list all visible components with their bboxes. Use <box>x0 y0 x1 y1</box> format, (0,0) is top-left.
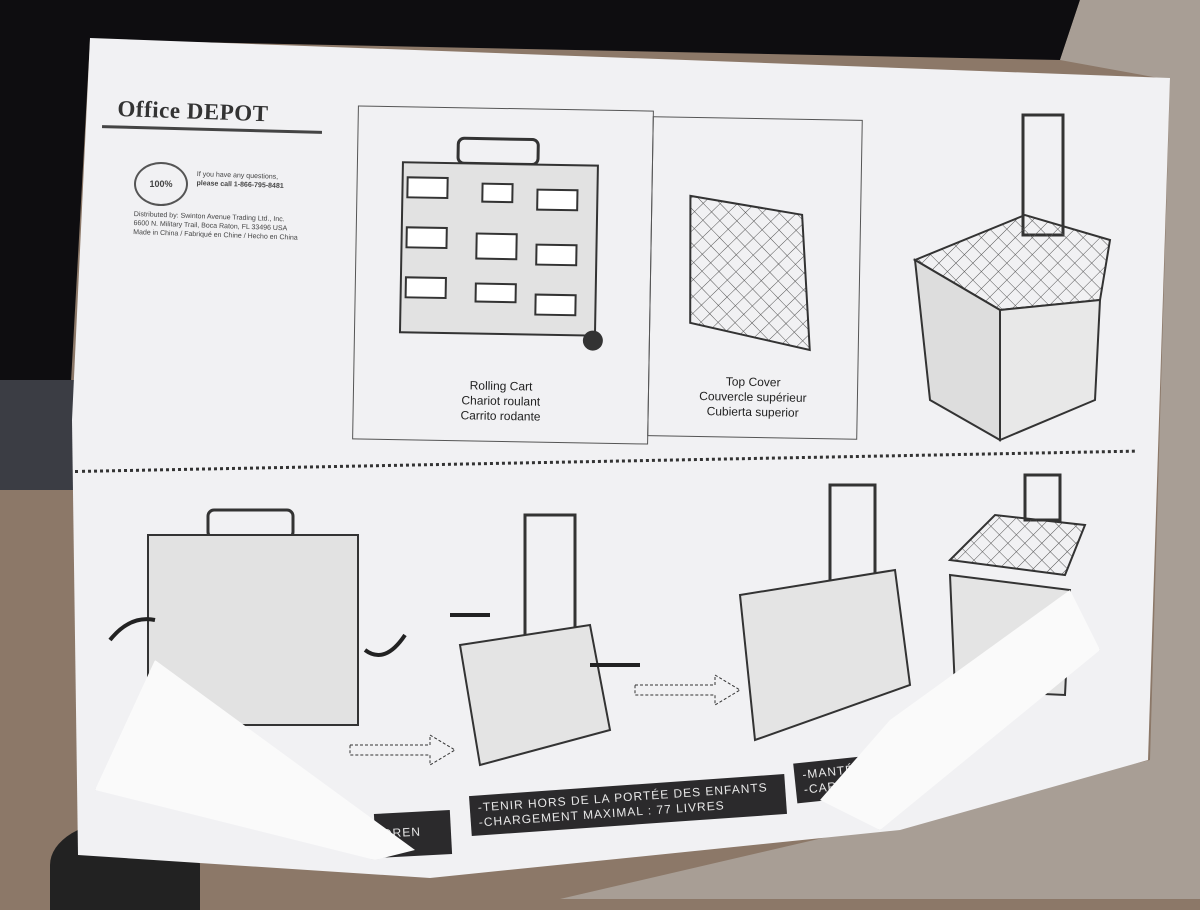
quality-seal: 100% <box>134 162 188 206</box>
rolling-cart-caption: Rolling Cart Chariot roulant Carrito rod… <box>353 376 648 426</box>
contact-info: If you have any questions, please call 1… <box>196 170 284 191</box>
logo-underline <box>101 125 323 134</box>
office-depot-logo: Office DEPOT <box>117 96 269 127</box>
top-cover-panel: Top Cover Couvercle supérieur Cubierta s… <box>647 116 863 440</box>
top-cover-caption: Top Cover Couvercle supérieur Cubierta s… <box>649 373 858 422</box>
step-2-extend-handle-illustration <box>450 513 640 767</box>
phone-line: please call 1-866-795-8481 <box>196 179 284 191</box>
rolling-cart-illustration <box>398 136 603 351</box>
step-3-insert-bars-illustration <box>738 483 912 742</box>
dotted-divider <box>75 449 1135 473</box>
arrow-right-icon <box>634 674 741 706</box>
top-cover-illustration <box>689 194 811 352</box>
distributor-info: Distributed by: Swinton Avenue Trading L… <box>133 210 298 243</box>
assembled-cart-illustration <box>912 113 1112 442</box>
rolling-cart-panel: Rolling Cart Chariot roulant Carrito rod… <box>352 105 654 445</box>
arrow-right-icon <box>349 734 456 766</box>
table-edge <box>0 380 80 490</box>
